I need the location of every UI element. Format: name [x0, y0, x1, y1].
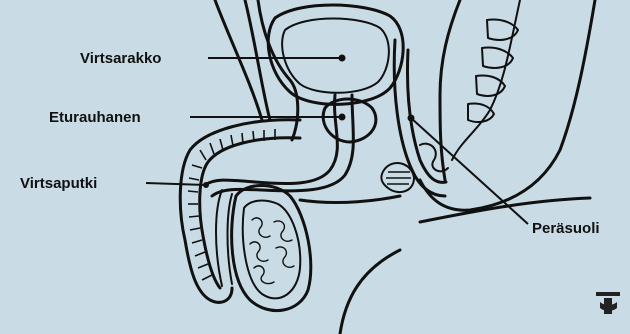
perineum-outline	[300, 196, 400, 203]
label-rectum: Peräsuoli	[532, 220, 600, 237]
thigh-outline	[340, 250, 400, 334]
sphincter-ridges	[386, 172, 411, 184]
testis-lobules	[250, 218, 294, 284]
penile-urethra	[216, 190, 222, 286]
bladder-inner	[282, 19, 389, 93]
penis-outer	[180, 120, 300, 303]
urethra-leader-line	[146, 183, 206, 185]
urethra-tube-outer	[205, 95, 337, 185]
label-prostate: Eturauhanen	[49, 109, 141, 126]
rectum-leader-line	[411, 118, 528, 224]
bladder-outer	[268, 5, 403, 104]
label-bladder: Virtsarakko	[80, 50, 161, 67]
urethra-pointer-dot	[203, 182, 209, 188]
label-urethra: Virtsaputki	[20, 175, 97, 192]
medical-cross-logo-icon	[596, 292, 620, 314]
body-outline-upper	[215, 0, 262, 120]
sacral-segments	[468, 19, 518, 122]
